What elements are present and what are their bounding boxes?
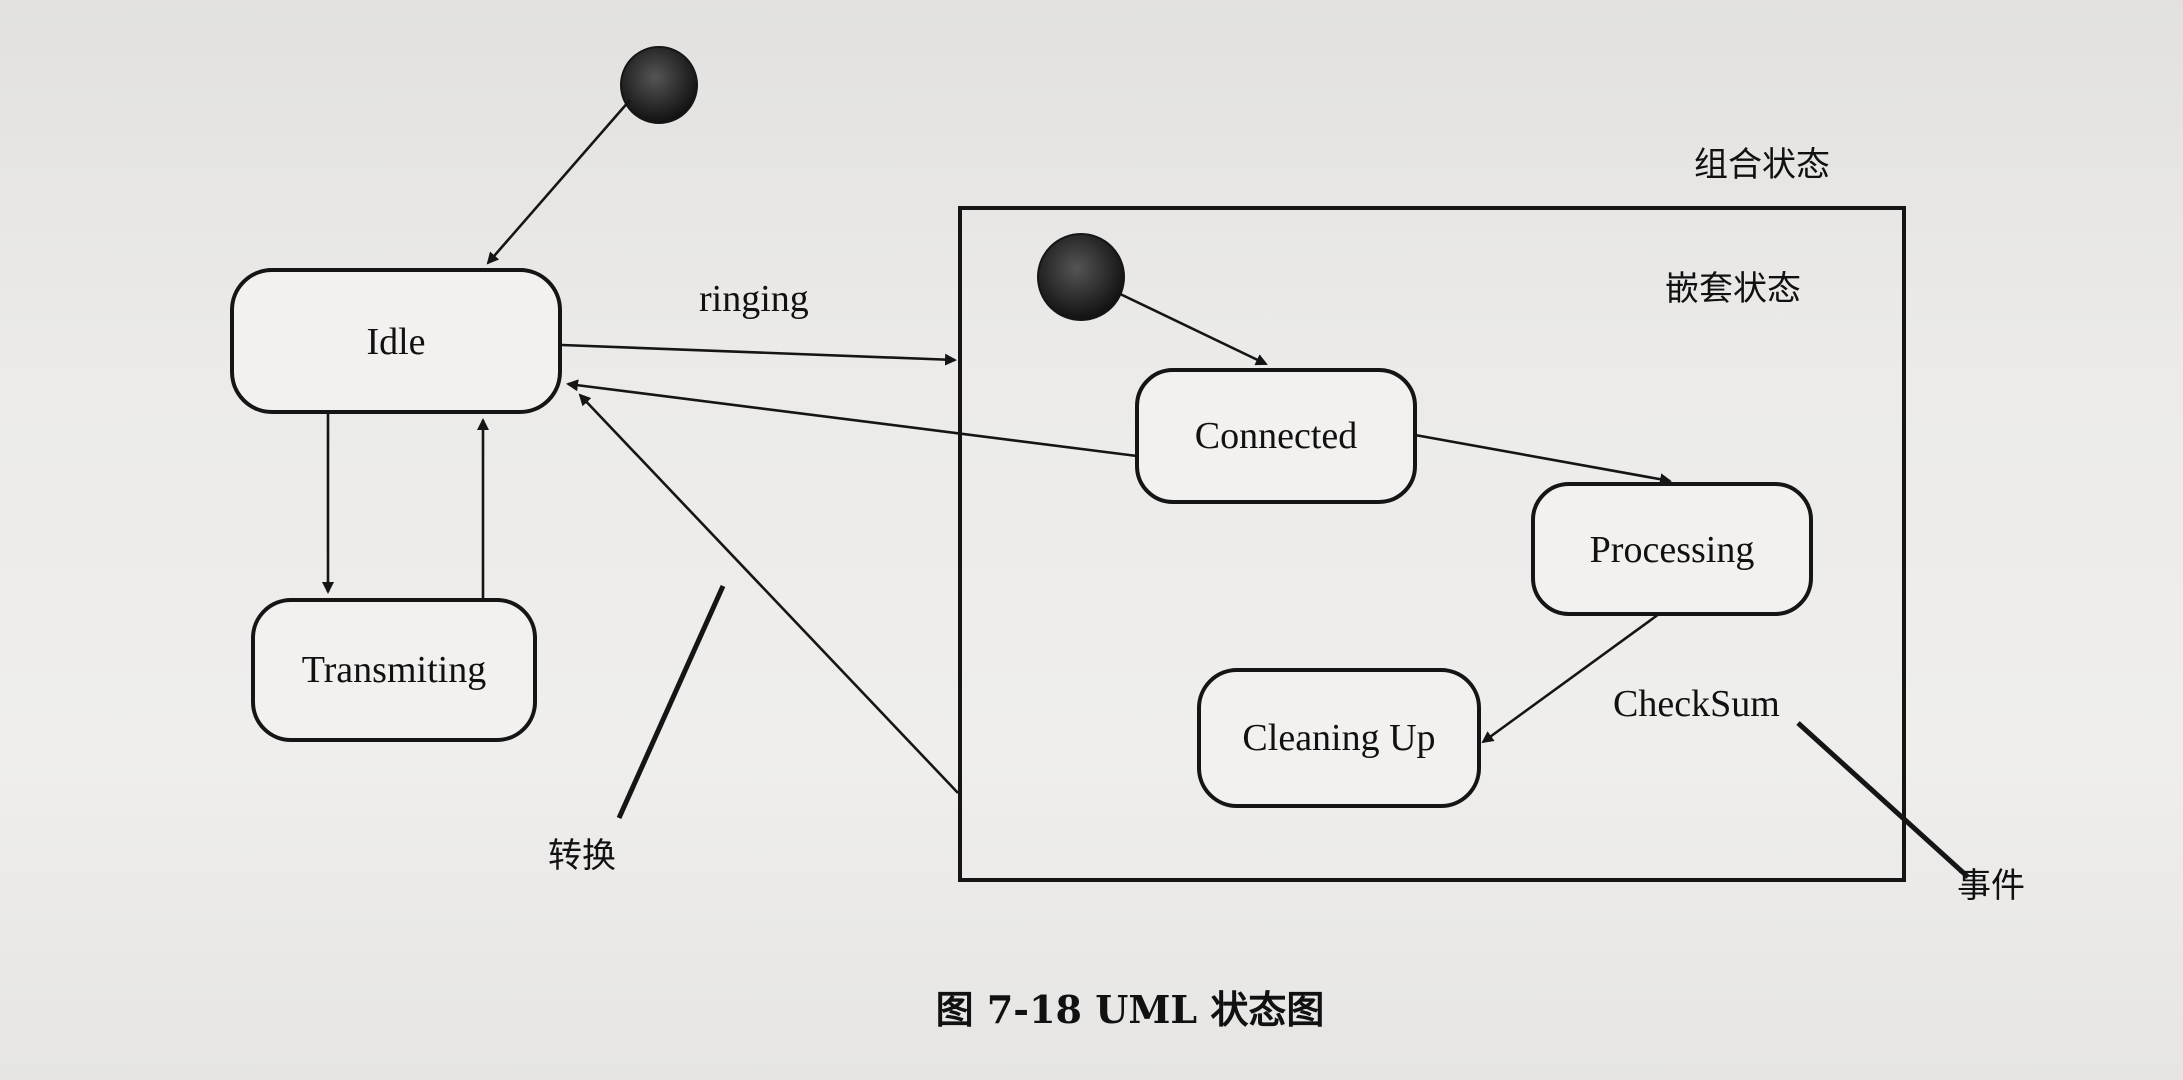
composite-state-frame	[958, 206, 1906, 882]
transition-note: 转换	[548, 836, 616, 876]
nested-initial-state-dot	[1037, 233, 1125, 321]
transition-callout-line	[616, 584, 726, 820]
event-callout-line	[1796, 721, 1970, 879]
composite-state-note: 组合状态	[1694, 145, 1830, 185]
state-idle	[230, 268, 562, 414]
state-cleaning-up-label: Cleaning Up	[1242, 717, 1435, 759]
initial-state-dot	[620, 46, 698, 124]
transition-connected-to-processing	[1414, 433, 1672, 486]
state-cleaning-up	[1197, 668, 1481, 808]
transition-initial-to-idle	[486, 99, 631, 265]
transition-nested-initial-to-connected	[1115, 290, 1268, 366]
event-checksum-label: CheckSum	[1613, 683, 1780, 725]
state-transmitting	[251, 598, 537, 742]
state-processing	[1531, 482, 1813, 616]
state-connected-label: Connected	[1195, 415, 1358, 457]
state-transmitting-label: Transmiting	[302, 649, 486, 691]
figure-caption: 图 7-18 UML 状态图	[936, 987, 1325, 1032]
transition-processing-to-cleaning-up	[1481, 612, 1660, 744]
event-ringing-label: ringing	[699, 278, 809, 320]
transition-ringing	[561, 343, 957, 366]
state-idle-label: Idle	[366, 321, 425, 363]
nested-state-note: 嵌套状态	[1665, 269, 1801, 309]
event-note: 事件	[1957, 866, 2025, 906]
transition-connected-to-idle	[566, 379, 1138, 458]
transition-composite-to-idle	[578, 393, 959, 794]
state-processing-label: Processing	[1590, 529, 1755, 571]
